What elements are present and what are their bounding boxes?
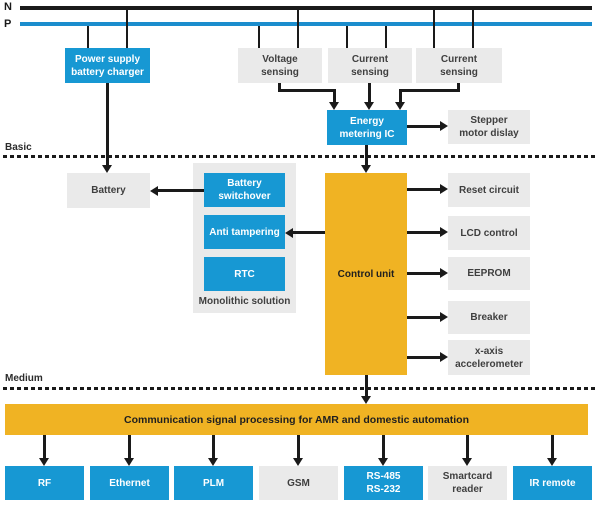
zone-divider-basic xyxy=(3,155,597,158)
block-eeprom: EEPROM xyxy=(448,257,530,290)
block-lcd-control: LCD control xyxy=(448,216,530,250)
connector-bar-to-plm xyxy=(212,435,215,458)
connector-current1-to-emic xyxy=(368,83,371,103)
connector-bar-to-gsm xyxy=(297,435,300,458)
tap-line-n-power-supply xyxy=(126,10,128,48)
block-gsm: GSM xyxy=(259,466,338,500)
connector-control-to-reset xyxy=(407,188,440,191)
block-x-axis-accelerometer: x-axis accelerometer xyxy=(448,340,530,375)
connector-switchover-to-battery xyxy=(158,189,204,192)
connector-emic-to-stepper xyxy=(407,125,440,128)
comm-signal-processing-bar: Communication signal processing for AMR … xyxy=(5,404,588,435)
connector-bar-to-rs485 xyxy=(382,435,385,458)
block-reset-circuit: Reset circuit xyxy=(448,173,530,207)
connector-control-to-lcd xyxy=(407,231,440,234)
connector-bar-to-smartcard xyxy=(466,435,469,458)
connector-control-to-breaker xyxy=(407,316,440,319)
block-anti-tampering: Anti tampering xyxy=(204,215,285,249)
arrowhead-into-battery-side xyxy=(150,186,158,196)
tap-line-n-voltage-sensing xyxy=(297,10,299,48)
block-rs485-rs232: RS-485 RS-232 xyxy=(344,466,423,500)
connector-power-supply-to-battery xyxy=(106,83,109,165)
arrowhead-into-accelerometer xyxy=(440,352,448,362)
block-ir-remote: IR remote xyxy=(513,466,592,500)
block-rtc: RTC xyxy=(204,257,285,291)
tap-line-p-power-supply xyxy=(87,26,89,48)
connector-control-to-comm-bar xyxy=(365,375,368,396)
block-battery: Battery xyxy=(67,173,150,208)
arrowhead-into-rf xyxy=(39,458,49,466)
connector-voltage-to-emic xyxy=(333,89,336,103)
arrowhead-into-stepper xyxy=(440,121,448,131)
mains-n-label: N xyxy=(4,1,12,13)
arrowhead-into-ir-remote xyxy=(547,458,557,466)
connector-bar-to-ir-remote xyxy=(551,435,554,458)
connector-voltage-to-emic xyxy=(278,89,336,92)
connector-control-to-eeprom xyxy=(407,272,440,275)
connector-current2-to-emic xyxy=(457,83,460,92)
arrowhead-into-emic xyxy=(364,102,374,110)
block-rf: RF xyxy=(5,466,84,500)
arrowhead-into-anti-tampering xyxy=(285,228,293,238)
tap-line-n-current-sensing-2 xyxy=(433,10,435,48)
connector-control-to-accelerometer xyxy=(407,356,440,359)
block-energy-metering-ic: Energy metering IC xyxy=(327,110,407,145)
arrowhead-into-battery xyxy=(102,165,112,173)
block-power-supply-battery-charger: Power supply battery charger xyxy=(65,48,150,83)
mains-line-n xyxy=(20,6,592,10)
block-voltage-sensing: Voltage sensing xyxy=(238,48,322,83)
connector-bar-to-rf xyxy=(43,435,46,458)
connector-control-to-anti-tampering xyxy=(293,231,325,234)
tap-line-p-voltage-sensing xyxy=(258,26,260,48)
block-current-sensing-2: Current sensing xyxy=(416,48,502,83)
arrowhead-into-plm xyxy=(208,458,218,466)
block-smartcard-reader: Smartcard reader xyxy=(428,466,507,500)
zone-label-basic: Basic xyxy=(5,142,32,153)
zone-divider-medium xyxy=(3,387,597,390)
mains-line-p xyxy=(20,22,592,26)
arrowhead-into-lcd xyxy=(440,227,448,237)
arrowhead-into-comm-bar xyxy=(361,396,371,404)
arrowhead-into-ethernet xyxy=(124,458,134,466)
block-breaker: Breaker xyxy=(448,301,530,334)
connector-voltage-to-emic xyxy=(278,83,281,92)
connector-bar-to-ethernet xyxy=(128,435,131,458)
arrowhead-into-control-unit xyxy=(361,165,371,173)
tap-line-p-current-sensing-1 xyxy=(346,26,348,48)
connector-current2-to-emic xyxy=(400,89,460,92)
arrowhead-into-smartcard xyxy=(462,458,472,466)
block-plm: PLM xyxy=(174,466,253,500)
block-ethernet: Ethernet xyxy=(90,466,169,500)
arrowhead-into-emic xyxy=(395,102,405,110)
tap-line-n-current-sensing-2b xyxy=(472,10,474,48)
arrowhead-into-rs485 xyxy=(378,458,388,466)
connector-current2-to-emic xyxy=(399,89,402,103)
arrowhead-into-eeprom xyxy=(440,268,448,278)
block-stepper-motor-display: Stepper motor dislay xyxy=(448,110,530,144)
mains-p-label: P xyxy=(4,18,12,30)
arrowhead-into-reset xyxy=(440,184,448,194)
tap-line-p-current-sensing-1b xyxy=(385,26,387,48)
block-current-sensing-1: Current sensing xyxy=(328,48,412,83)
zone-label-medium: Medium xyxy=(5,373,43,384)
arrowhead-into-breaker xyxy=(440,312,448,322)
arrowhead-into-emic xyxy=(329,102,339,110)
arrowhead-into-gsm xyxy=(293,458,303,466)
block-battery-switchover: Battery switchover xyxy=(204,173,285,207)
block-control-unit: Control unit xyxy=(325,173,407,375)
monolithic-solution-caption: Monolithic solution xyxy=(198,296,291,307)
